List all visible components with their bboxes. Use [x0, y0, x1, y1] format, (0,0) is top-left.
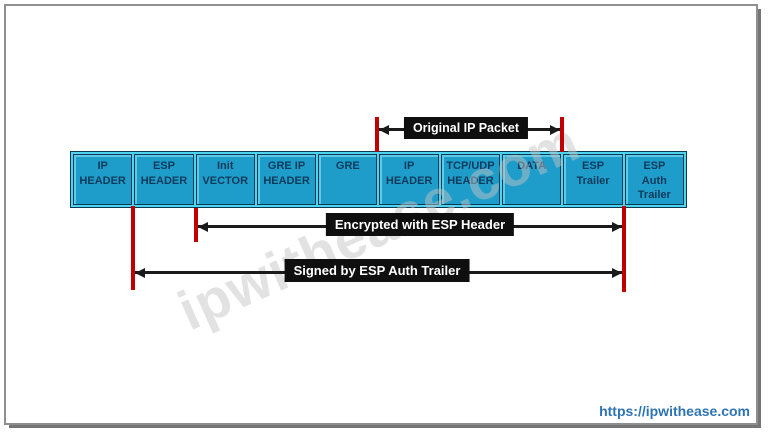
outer-frame	[4, 4, 758, 425]
packet-box-gre-ip-header: GRE IP HEADER	[256, 154, 317, 205]
red-marker-signed-start	[131, 206, 135, 290]
packet-box-label-line: Trailer	[637, 189, 671, 202]
packet-box-label-line: ESP	[152, 160, 175, 172]
red-marker-right-shared	[622, 206, 626, 292]
packet-box-label-line: Init	[216, 160, 234, 172]
packet-box-ip-header-outer: IP HEADER	[73, 154, 133, 205]
arrowhead-right-icon	[550, 125, 560, 135]
site-url-link[interactable]: https://ipwithease.com	[599, 403, 750, 419]
red-marker-original-end	[560, 117, 564, 152]
packet-box-label-line: DATA	[517, 160, 547, 172]
packet-box-label-line: GRE	[335, 160, 360, 172]
packet-box-ip-header-inner: IP HEADER	[379, 154, 439, 205]
packet-box-label-line: ESP	[643, 160, 666, 172]
red-marker-original-start	[375, 117, 379, 152]
red-marker-encrypted-start	[194, 208, 198, 242]
packet-box-label-line: IP	[97, 160, 108, 172]
packet-box-label-line: HEADER	[385, 174, 433, 187]
arrowhead-right-icon	[612, 222, 622, 232]
packet-box-esp-trailer: ESP Trailer	[563, 154, 623, 205]
packet-box-label-line: TCP/UDP	[446, 160, 495, 172]
packet-box-label-line: GRE IP	[267, 160, 306, 172]
packet-box-label-line: HEADER	[140, 174, 188, 187]
packet-box-tcp-udp-header: TCP/UDP HEADER	[440, 154, 501, 205]
packet-box-label-line: ESP	[582, 160, 605, 172]
packet-box-label-line: HEADER	[447, 174, 494, 187]
packet-box-esp-header: ESP HEADER	[134, 154, 194, 205]
packet-box-data: DATA	[502, 154, 562, 205]
packet-box-gre: GRE	[318, 154, 378, 205]
original-ip-packet-label: Original IP Packet	[403, 117, 529, 139]
packet-box-label-line: HEADER	[79, 174, 126, 187]
packet-box-label-line: HEADER	[263, 174, 310, 187]
packet-box-label-line: Auth	[641, 174, 667, 187]
arrowhead-left-icon	[135, 268, 145, 278]
arrowhead-right-icon	[612, 268, 622, 278]
packet-box-label-line: VECTOR	[202, 174, 249, 187]
arrowhead-left-icon	[198, 222, 208, 232]
arrowhead-left-icon	[379, 125, 389, 135]
encrypted-with-esp-label: Encrypted with ESP Header	[325, 213, 515, 236]
signed-by-esp-auth-label: Signed by ESP Auth Trailer	[284, 259, 470, 282]
packet-box-label-line: Trailer	[576, 174, 610, 187]
packet-box-label-line: IP	[403, 160, 415, 172]
